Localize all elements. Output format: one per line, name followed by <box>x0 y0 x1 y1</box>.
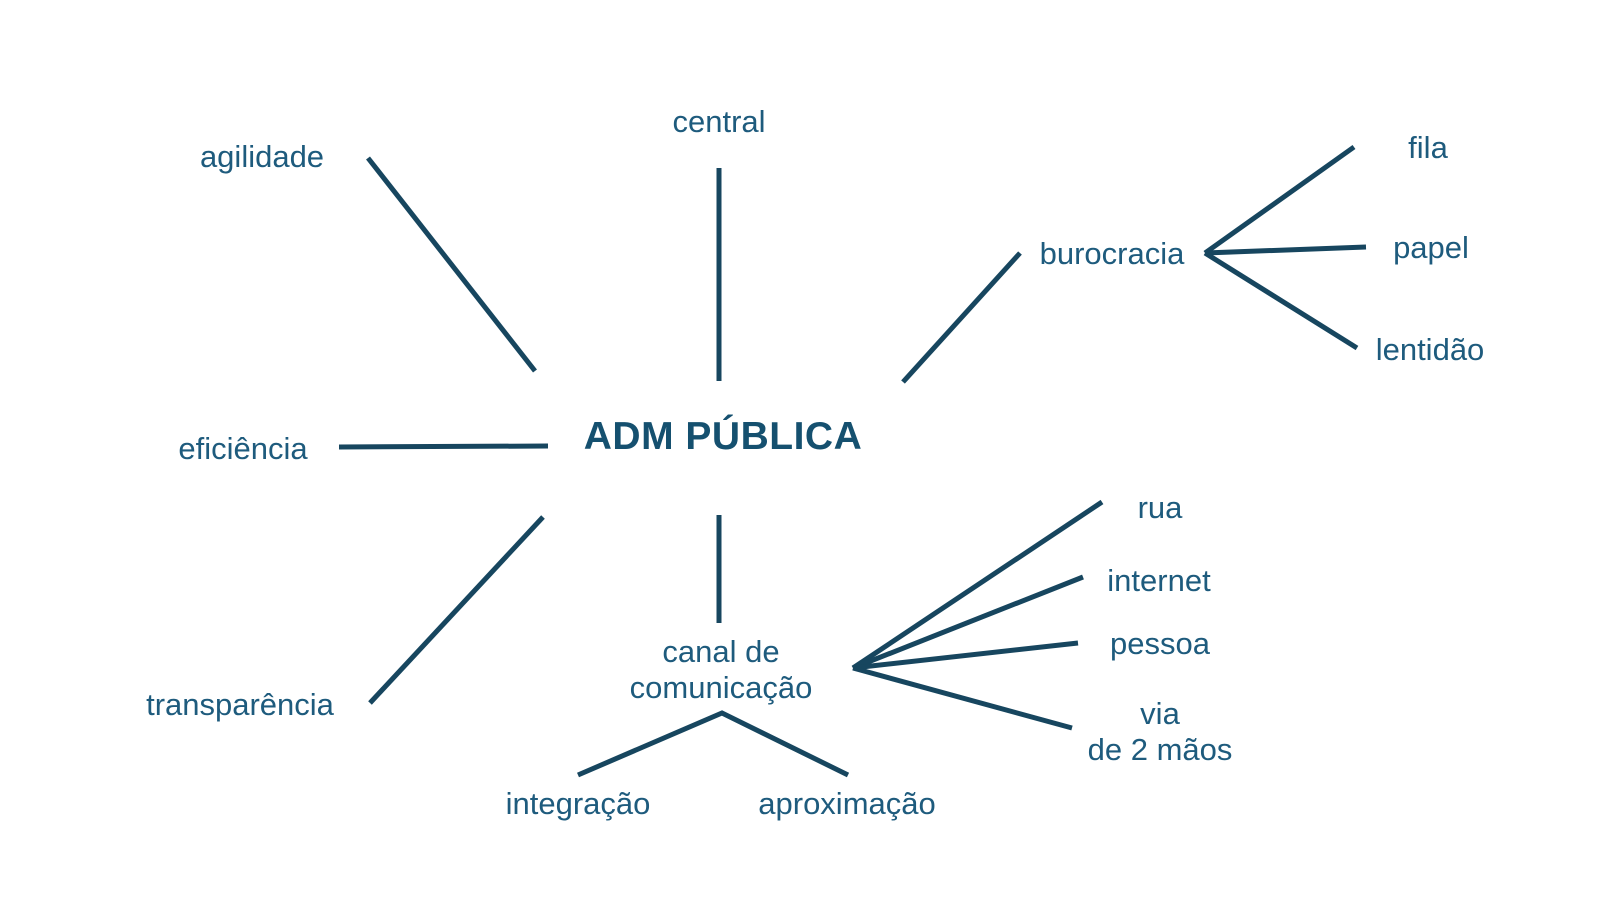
edge-root-transparencia <box>368 515 545 705</box>
node-lentidao: lentidão <box>1375 332 1485 367</box>
edge-burocracia-papel <box>1204 244 1367 256</box>
edge-root-eficiencia <box>338 443 549 450</box>
node-integracao: integração <box>505 786 651 821</box>
edge-burocracia-lentidao <box>1203 250 1359 351</box>
node-aproximacao: aproximação <box>758 786 936 821</box>
edge-root-burocracia <box>901 251 1022 384</box>
edge-canal-via <box>852 665 1073 731</box>
node-central: central <box>672 104 766 139</box>
node-rua: rua <box>1137 490 1183 525</box>
edge-root-agilidade <box>366 156 537 373</box>
node-internet: internet <box>1107 563 1211 598</box>
node-eficiencia: eficiência <box>178 431 308 466</box>
node-via-de-2-maos: via de 2 mãos <box>1087 696 1233 767</box>
edge-canal-internet <box>852 574 1084 671</box>
edge-canal-integracao-aproximacao <box>577 710 850 778</box>
node-adm-publica: ADM PÚBLICA <box>583 415 863 458</box>
node-burocracia: burocracia <box>1039 236 1185 271</box>
node-fila: fila <box>1408 130 1448 165</box>
node-pessoa: pessoa <box>1110 626 1210 661</box>
edge-canal-pessoa <box>852 640 1079 671</box>
edge-burocracia-fila <box>1203 144 1356 256</box>
node-transparencia: transparência <box>146 687 334 722</box>
node-papel: papel <box>1393 230 1469 265</box>
node-agilidade: agilidade <box>199 139 325 174</box>
edge-canal-rua <box>851 499 1104 671</box>
node-canal-de-comunicacao: canal de comunicação <box>629 634 813 705</box>
